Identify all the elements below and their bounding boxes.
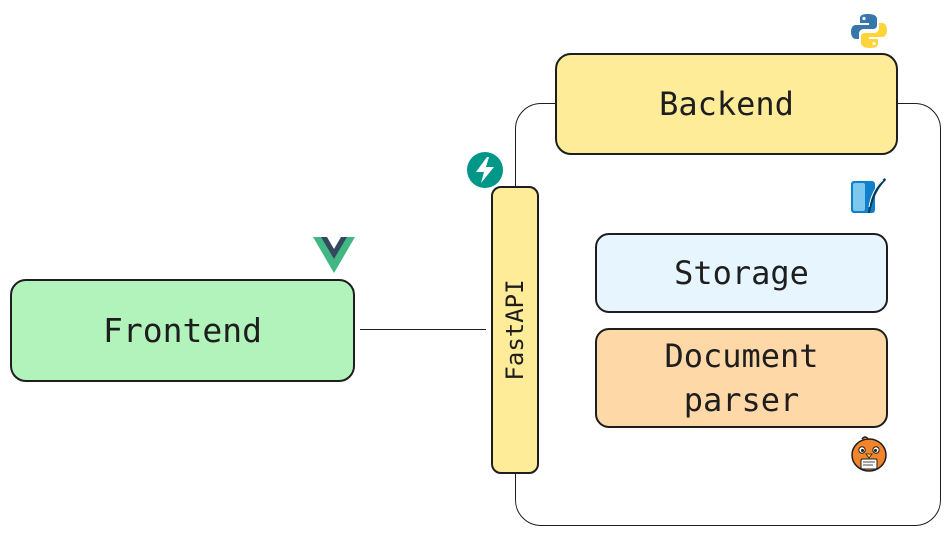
python-logo-icon xyxy=(851,14,887,48)
parser-label-line1: Document xyxy=(664,337,819,375)
backend-label: Backend xyxy=(659,85,794,123)
fastapi-node: FastAPI xyxy=(491,186,539,474)
fastapi-label: FastAPI xyxy=(501,279,529,381)
sqlite-logo-icon xyxy=(851,178,886,213)
frontend-node: Frontend xyxy=(10,279,355,382)
backend-node: Backend xyxy=(555,53,898,155)
fastapi-logo-icon xyxy=(467,152,503,188)
bird-mascot-icon xyxy=(851,436,887,472)
document-parser-node: Document parser xyxy=(595,328,888,428)
storage-label: Storage xyxy=(674,254,809,292)
vue-logo-icon xyxy=(313,237,355,273)
frontend-api-connector xyxy=(360,329,486,330)
parser-label-line2: parser xyxy=(683,381,800,419)
frontend-label: Frontend xyxy=(103,311,262,350)
storage-node: Storage xyxy=(595,233,888,313)
